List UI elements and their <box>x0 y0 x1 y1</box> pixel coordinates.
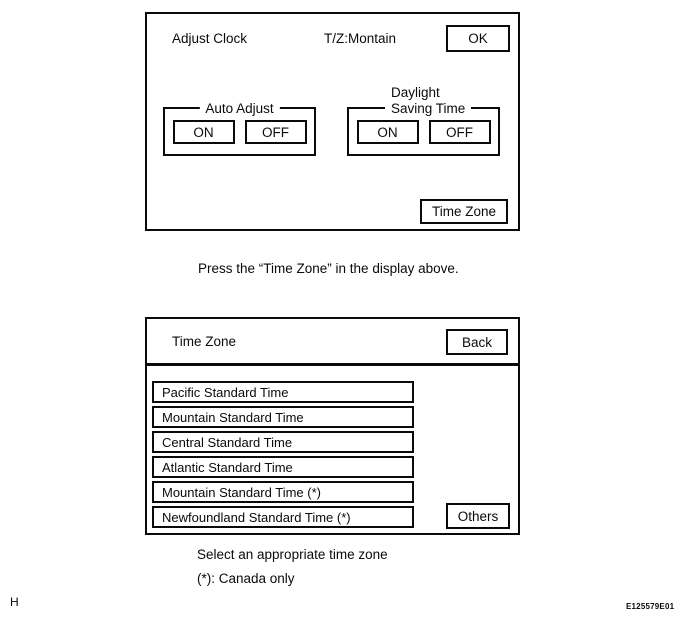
time-zone-display: Time Zone Back Pacific Standard Time Mou… <box>145 317 520 535</box>
timezone-status-label: T/Z:Montain <box>324 31 397 46</box>
zone-item-pacific[interactable]: Pacific Standard Time <box>152 381 414 403</box>
adjust-clock-title: Adjust Clock <box>172 31 248 46</box>
select-time-zone-caption: Select an appropriate time zone <box>197 547 388 562</box>
time-zone-title: Time Zone <box>172 334 237 349</box>
zone-item-central[interactable]: Central Standard Time <box>152 431 414 453</box>
daylight-saving-label-line2: Saving Time <box>391 101 466 116</box>
zone-item-atlantic[interactable]: Atlantic Standard Time <box>152 456 414 478</box>
zone-item-newfoundland-canada[interactable]: Newfoundland Standard Time (*) <box>152 506 414 528</box>
ok-button[interactable]: OK <box>446 25 510 52</box>
adjust-clock-display: Adjust Clock T/Z:Montain OK Auto Adjust … <box>145 12 520 231</box>
others-button[interactable]: Others <box>446 503 510 529</box>
daylight-saving-on-button[interactable]: ON <box>356 120 419 144</box>
auto-adjust-off-button[interactable]: OFF <box>244 120 307 144</box>
daylight-saving-group-label: Daylight Saving Time <box>385 85 472 117</box>
back-button[interactable]: Back <box>446 329 508 355</box>
zone-item-mountain-canada[interactable]: Mountain Standard Time (*) <box>152 481 414 503</box>
page-footer-letter: H <box>10 595 19 609</box>
daylight-saving-label-line1: Daylight <box>391 85 440 100</box>
daylight-saving-off-button[interactable]: OFF <box>428 120 491 144</box>
zone-item-mountain[interactable]: Mountain Standard Time <box>152 406 414 428</box>
auto-adjust-group-label: Auto Adjust <box>199 101 280 117</box>
figure-code: E125579E01 <box>626 602 675 611</box>
time-zone-titlebar: Time Zone Back <box>147 319 518 366</box>
canada-only-note: (*): Canada only <box>197 571 295 586</box>
press-time-zone-caption: Press the “Time Zone” in the display abo… <box>198 261 459 276</box>
daylight-saving-group: Daylight Saving Time ON OFF <box>347 85 500 156</box>
auto-adjust-on-button[interactable]: ON <box>172 120 235 144</box>
time-zone-button[interactable]: Time Zone <box>420 199 508 224</box>
auto-adjust-group: Auto Adjust ON OFF <box>163 101 316 156</box>
